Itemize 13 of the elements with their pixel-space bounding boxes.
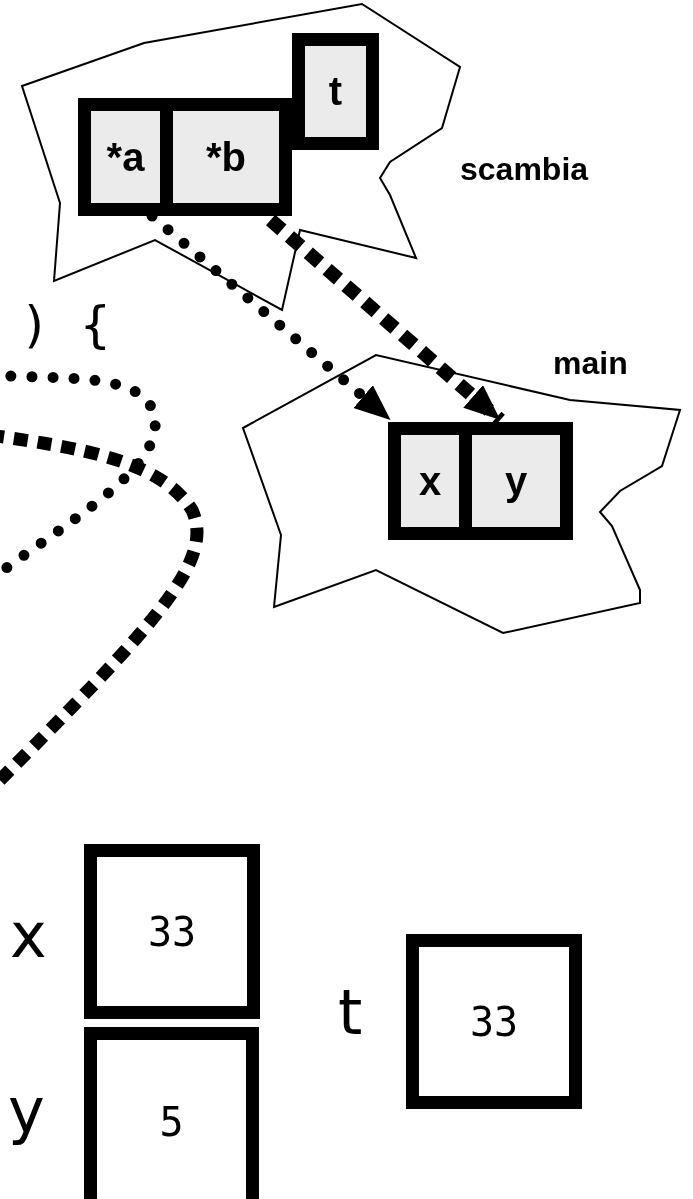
variable-box: 33 [84, 844, 260, 1019]
variable-box: 5 [84, 1027, 259, 1199]
memory-cell: x [388, 422, 472, 540]
variable-name: t [338, 982, 363, 1044]
memory-cell: t [292, 33, 379, 150]
variable-name: x [10, 905, 47, 967]
code-text: ) { [20, 300, 111, 350]
memory-cell: y [472, 422, 573, 540]
frame-label: scambia [460, 151, 589, 188]
variable-box: 33 [406, 934, 582, 1109]
memory-cell: *a [78, 98, 173, 216]
memory-cell: *b [173, 98, 292, 216]
frame-label: main [553, 345, 628, 382]
